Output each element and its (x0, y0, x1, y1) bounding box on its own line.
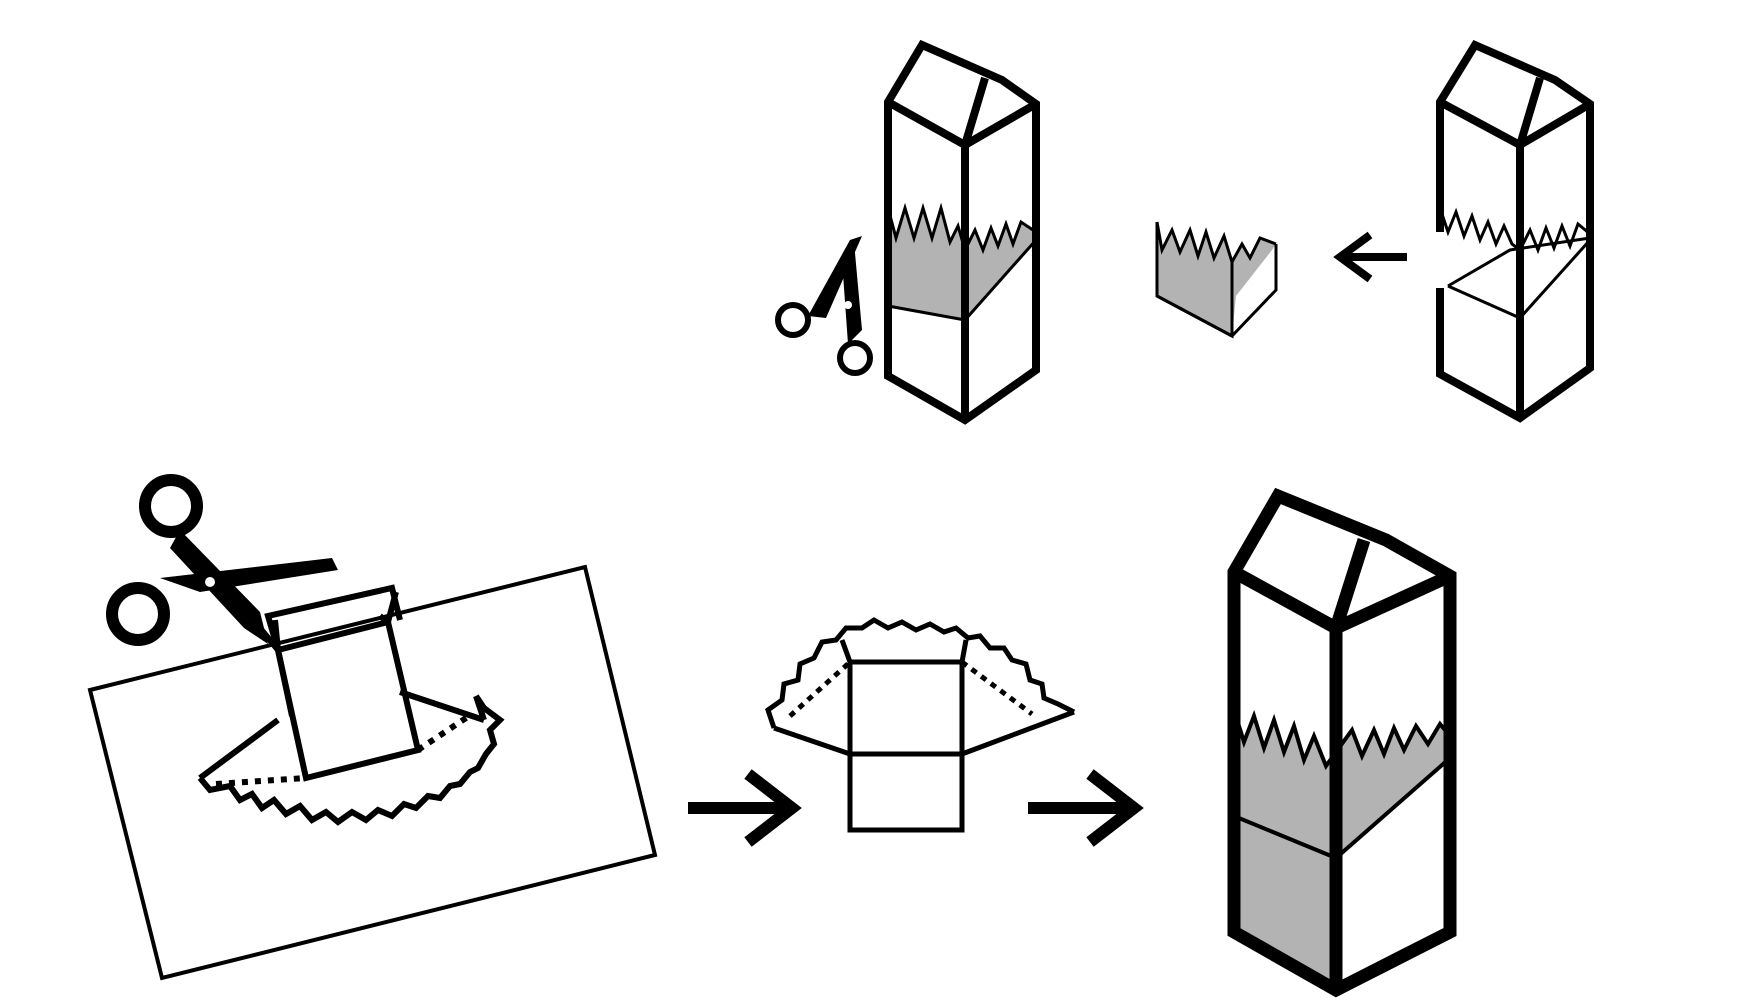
step-cut-out-net (688, 617, 1076, 847)
carton-cut-band-side (965, 222, 1036, 318)
step-removed-band (1155, 39, 1594, 423)
arrow-right-icon (1028, 769, 1144, 847)
step-cut-carton (775, 39, 1040, 425)
carton-cut-band (888, 208, 965, 320)
step-patched-carton (1028, 487, 1457, 998)
arrow-left-icon (1333, 231, 1407, 283)
milk-carton-icon (1434, 39, 1594, 423)
carton-band-piece (1155, 221, 1278, 339)
arrow-right-icon (688, 769, 802, 847)
milk-carton-icon (884, 39, 1040, 425)
milk-carton-icon (1227, 487, 1457, 998)
box-net (197, 584, 505, 826)
step-cut-net (87, 474, 658, 981)
box-net (765, 617, 1076, 833)
scissors-icon (775, 236, 873, 376)
paper-sheet (87, 564, 658, 981)
scissors-icon (106, 474, 338, 646)
